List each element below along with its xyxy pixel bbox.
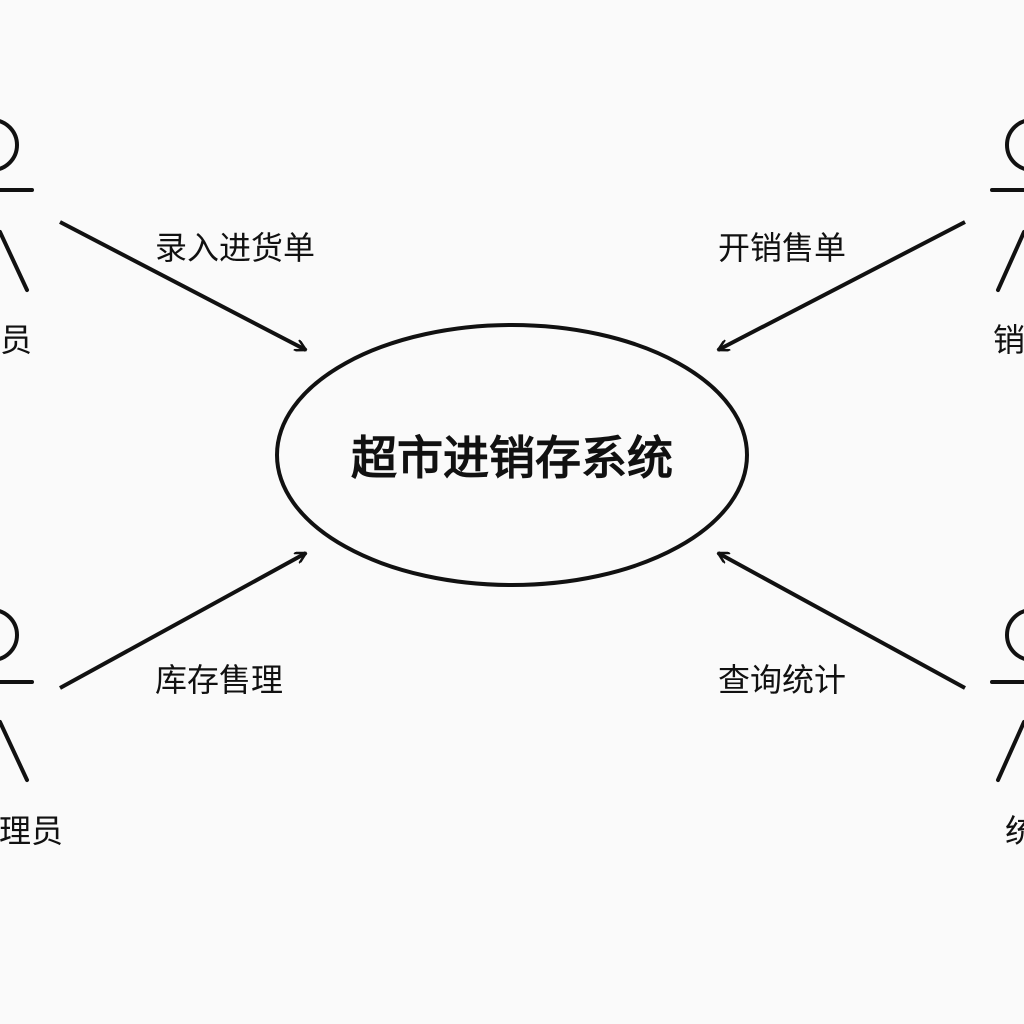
flow-label-top-left: 录入进货单 [155, 229, 316, 267]
arrow-bottom-left [59, 551, 306, 690]
system-ellipse [275, 323, 749, 587]
actor-label-bottom-left: 理员 [0, 812, 64, 850]
flow-label-bottom-left: 库存售理 [155, 661, 284, 699]
flow-label-top-right: 开销售单 [718, 229, 847, 267]
system-title: 超市进销存系统 [351, 431, 673, 485]
flow-label-bottom-right: 查询统计 [718, 661, 847, 699]
actor-figure-bottom-left [0, 609, 34, 782]
actor-figure-top-left [0, 119, 34, 292]
arrow-bottom-right [718, 551, 966, 690]
arrow-top-left [59, 220, 306, 352]
actor-label-top-right: 销 [993, 321, 1024, 359]
actor-label-bottom-right: 统 [1005, 812, 1024, 850]
actor-figure-top-right [990, 119, 1024, 292]
actor-label-top-left: 员 [0, 321, 33, 359]
arrow-top-right [718, 220, 966, 352]
actor-figure-bottom-right [990, 609, 1024, 782]
